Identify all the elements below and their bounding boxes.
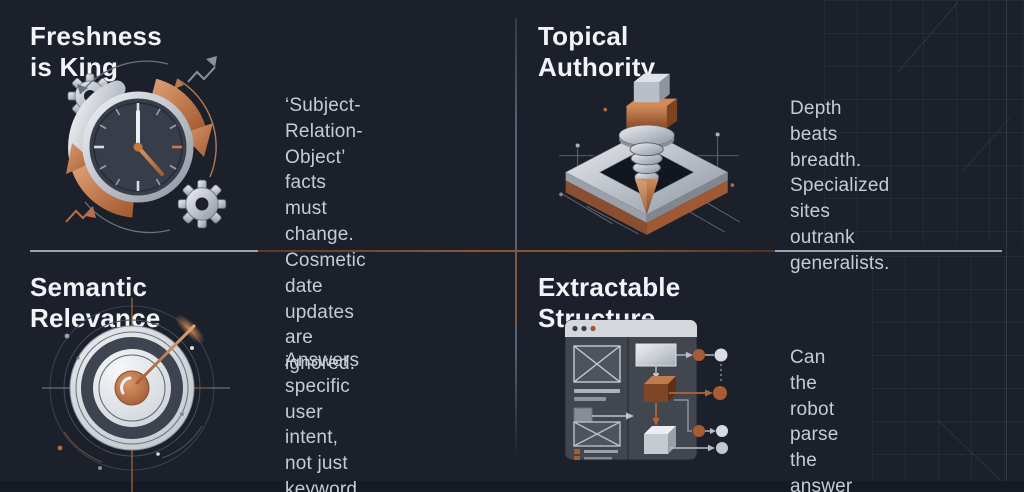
right-edge-line	[1006, 0, 1007, 492]
gear-icon	[177, 179, 227, 229]
flow-node-white	[716, 425, 728, 437]
bottom-dark-strip	[0, 481, 1024, 492]
flow-node-copper	[693, 349, 705, 361]
browser-flowchart-icon	[564, 319, 728, 461]
clock-hour-hand	[136, 145, 164, 176]
image-placeholder	[573, 345, 621, 383]
copper-cube-icon	[644, 376, 676, 402]
flow-node-gray	[716, 442, 728, 454]
target-arrow	[135, 324, 196, 385]
screw-threads	[629, 142, 664, 183]
vertical-divider	[515, 18, 517, 460]
freshness-title: Freshness is King	[30, 21, 162, 82]
image-placeholder	[573, 421, 621, 447]
browser-dot-icon	[581, 325, 587, 332]
drill-into-platform-icon	[559, 73, 740, 235]
clock-ticks	[99, 108, 177, 186]
clock-refresh-cycle-icon	[65, 56, 227, 234]
circuit-lines	[559, 137, 740, 235]
semantic-body: Answers specific user intent, not just k…	[285, 350, 360, 492]
flow-node-copper	[713, 386, 727, 400]
topical-title: Topical Authority	[538, 21, 656, 82]
horizontal-divider-gray-left	[30, 250, 258, 252]
horizontal-divider-gray-right	[775, 250, 1002, 252]
bullseye-target-arrow-icon	[42, 298, 230, 492]
flow-rect-node	[635, 343, 677, 367]
browser-dot-icon	[590, 325, 596, 332]
flow-node-copper	[693, 425, 705, 437]
drill-tip	[634, 178, 659, 215]
extractable-body: Can the robot parse the answer without r…	[790, 347, 853, 492]
topical-body: Depth beats breadth. Specialized sites o…	[790, 98, 890, 274]
freshness-body: ‘Subject-Relation-Object’ facts must cha…	[285, 95, 366, 375]
background-grid-bottom-right	[872, 256, 1024, 492]
browser-dot-icon	[572, 325, 578, 332]
silver-cube-icon	[644, 426, 676, 454]
vertical-divider-copper-segment	[515, 250, 517, 326]
flow-node-white	[714, 348, 728, 362]
